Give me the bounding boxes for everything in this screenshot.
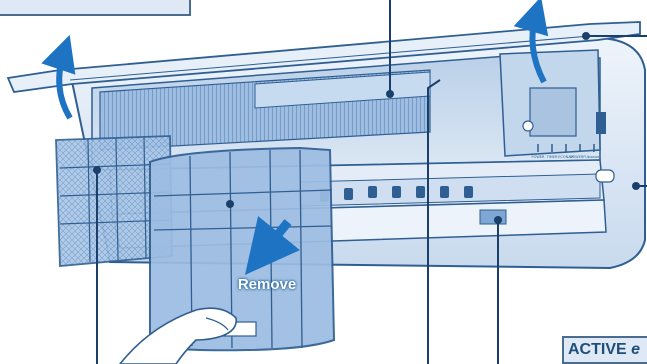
active-label-suffix: e [631,341,640,358]
panel-indicator-label: POWERFUL [570,155,590,159]
active-label-prefix: ACTIVE [568,341,627,358]
remove-label: Remove [230,273,304,297]
hand-illustration [120,308,236,364]
active-feature-label: ACTIVE e [562,336,647,364]
panel-indicator-label: nanoe [589,155,600,159]
panel-indicator-label: POWER [532,155,546,159]
panel-indicator-label: TIMER [546,155,558,159]
